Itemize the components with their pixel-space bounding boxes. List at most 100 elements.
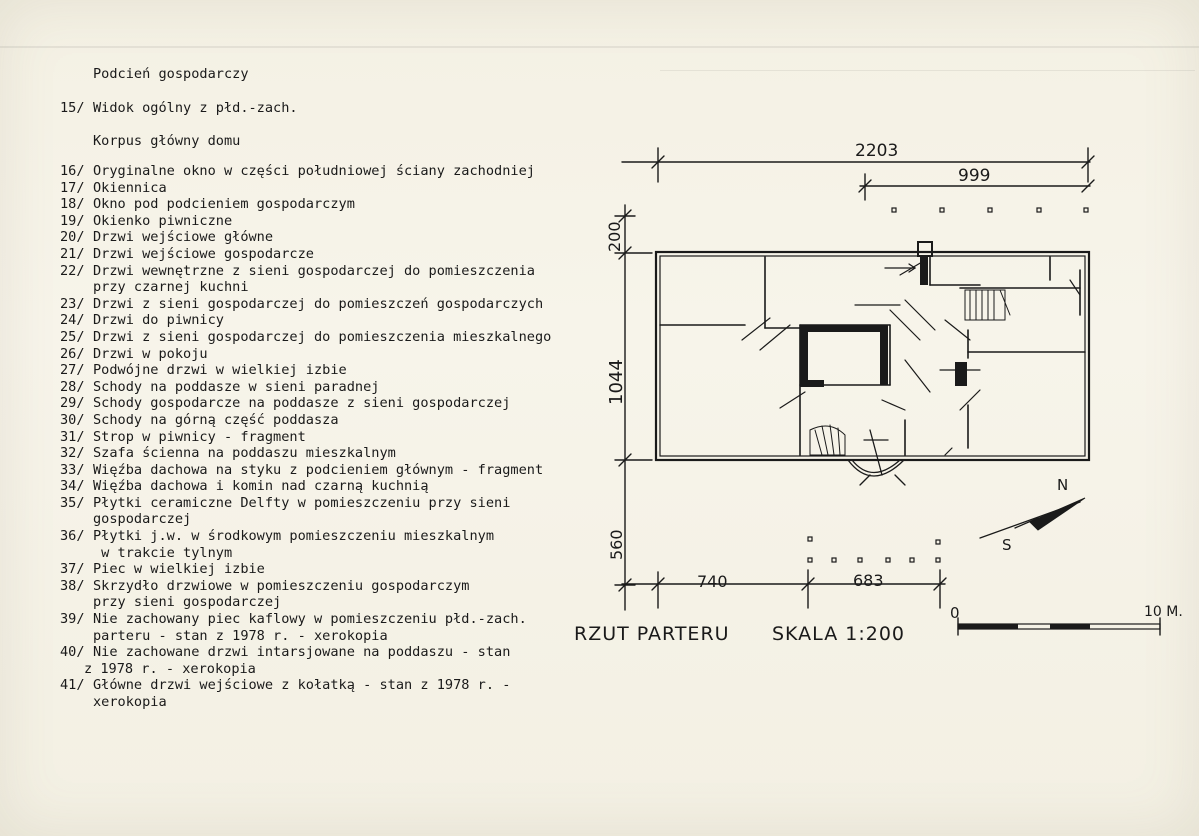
- section-heading-podcien: Podcień gospodarczy: [93, 66, 249, 82]
- item-text: Schody na poddasze w sieni paradnej: [93, 378, 380, 395]
- list-item: 27/Podwójne drzwi w wielkiej izbie: [60, 362, 551, 379]
- dimension-top-left-label: 200: [605, 221, 624, 252]
- item-number: 16/: [60, 163, 85, 179]
- list-item: 35/Płytki ceramiczne Delfty w pomieszcze…: [60, 495, 551, 528]
- list-item: 22/Drzwi wewnętrzne z sieni gospodarczej…: [60, 263, 551, 296]
- list-item: 34/Więźba dachowa i komin nad czarną kuc…: [60, 478, 551, 495]
- list-item: 29/Schody gospodarcze na poddasze z sien…: [60, 395, 551, 412]
- item-text-continuation: przy sieni gospodarczej: [93, 594, 282, 611]
- item-text-continuation: parteru - stan z 1978 r. - xerokopia: [93, 627, 388, 644]
- dimension-total-label: 2203: [855, 141, 898, 161]
- item-text: Skrzydło drzwiowe w pomieszczeniu gospod…: [93, 577, 470, 594]
- item-number: 34/: [60, 478, 85, 495]
- item-text: Schody gospodarcze na poddasze z sieni g…: [93, 395, 511, 412]
- entrance-steps: [847, 429, 906, 486]
- item-number: 26/: [60, 345, 85, 362]
- stairs-upper: [964, 289, 1011, 321]
- item-text: Szafa ścienna na poddaszu mieszkalnym: [93, 445, 396, 462]
- item-text: Drzwi w pokoju: [93, 345, 208, 362]
- dimension-right: 999: [858, 166, 1095, 201]
- item-number: 40/: [60, 644, 85, 661]
- item-text-continuation: xerokopia: [93, 694, 167, 710]
- list-item: 39/Nie zachowany piec kaflowy w pomieszc…: [60, 611, 551, 644]
- item-number: 27/: [60, 362, 85, 379]
- list-item: 41/Główne drzwi wejściowe z kołatką - st…: [60, 677, 551, 710]
- item-text: Więźba dachowa i komin nad czarną kuchni…: [93, 478, 429, 495]
- dimension-bottom: 740 683: [621, 569, 947, 609]
- item-text-continuation: w trakcie tylnym: [93, 544, 233, 561]
- item-text: Strop w piwnicy - fragment: [93, 428, 306, 445]
- list-item: 30/Schody na górną część poddasza: [60, 412, 551, 429]
- list-item: 32/Szafa ścienna na poddaszu mieszkalnym: [60, 445, 551, 462]
- item-number: 32/: [60, 445, 85, 462]
- list-item: 19/Okienko piwniczne: [60, 213, 551, 230]
- compass: N S: [979, 476, 1086, 554]
- list-item: 31/Strop w piwnicy - fragment: [60, 429, 551, 446]
- item-number: 31/: [60, 428, 85, 445]
- item-text: Drzwi do piwnicy: [93, 312, 224, 329]
- show-through-strip: [660, 70, 1195, 71]
- dimension-right-label: 999: [958, 166, 990, 186]
- item-number: 15/: [60, 100, 85, 116]
- item-text: Oryginalne okno w części południowej ści…: [93, 163, 535, 179]
- list-item: 38/Skrzydło drzwiowe w pomieszczeniu gos…: [60, 578, 551, 611]
- list-item: 23/Drzwi z sieni gospodarczej do pomiesz…: [60, 296, 551, 313]
- item-text: Płytki ceramiczne Delfty w pomieszczeniu…: [93, 494, 511, 511]
- item-text: Drzwi z sieni gospodarczej do pomieszcze…: [93, 328, 552, 345]
- item-number: 39/: [60, 611, 85, 628]
- item-number: 36/: [60, 528, 85, 545]
- item-text: Więźba dachowa na styku z podcieniem głó…: [93, 461, 544, 478]
- item-text: Drzwi z sieni gospodarczej do pomieszcze…: [93, 295, 544, 312]
- masonry-core: [800, 255, 967, 387]
- item-number: 37/: [60, 561, 85, 578]
- item-number: 25/: [60, 328, 85, 345]
- list-item: 36/Płytki j.w. w środkowym pomieszczeniu…: [60, 528, 551, 561]
- item-number: 28/: [60, 378, 85, 395]
- item-number: 23/: [60, 295, 85, 312]
- section-heading-korpus: Korpus główny domu: [93, 133, 241, 149]
- interior-walls: [659, 256, 1086, 456]
- item-number: 21/: [60, 245, 85, 262]
- item-number: 33/: [60, 461, 85, 478]
- item-text: Nie zachowane drzwi intarsjowane na podd…: [93, 644, 511, 661]
- plan-caption: RZUT PARTERU: [574, 623, 730, 645]
- posts-bottom: [807, 536, 941, 563]
- item-number: 18/: [60, 196, 85, 213]
- item-text: Okno pod podcieniem gospodarczym: [93, 196, 355, 213]
- door-marks: [741, 261, 1081, 461]
- list-item: 37/Piec w wielkiej izbie: [60, 561, 551, 578]
- item-text: Drzwi wejściowe gospodarcze: [93, 245, 314, 262]
- list-item: 26/Drzwi w pokoju: [60, 346, 551, 363]
- item-number: 41/: [60, 677, 85, 694]
- list-item: 28/Schody na poddasze w sieni paradnej: [60, 379, 551, 396]
- item-number: 24/: [60, 312, 85, 329]
- item-text: Piec w wielkiej izbie: [93, 561, 265, 578]
- item-text: Okienko piwniczne: [93, 212, 233, 229]
- list-item: 16/Oryginalne okno w części południowej …: [60, 163, 551, 180]
- item-text: Główne drzwi wejściowe z kołatką - stan …: [93, 677, 511, 694]
- chimney-top: [917, 241, 933, 257]
- item-text-continuation: z 1978 r. - xerokopia: [84, 660, 256, 677]
- south-label: S: [1002, 536, 1012, 554]
- item-text: Okiennica: [93, 179, 167, 196]
- list-item: 33/Więźba dachowa na styku z podcieniem …: [60, 462, 551, 479]
- item-text: Widok ogólny z płd.-zach.: [93, 100, 298, 116]
- list-item: 20/Drzwi wejściowe główne: [60, 229, 551, 246]
- photo-list: 16/Oryginalne okno w części południowej …: [60, 163, 551, 711]
- item-text-continuation: gospodarczej: [93, 511, 192, 528]
- item-number: 30/: [60, 411, 85, 428]
- plan-scale: SKALA 1:200: [772, 623, 905, 645]
- scale-bar: 0 10 M.: [950, 604, 1183, 636]
- item-number: 17/: [60, 179, 85, 196]
- item-number: 38/: [60, 577, 85, 594]
- outer-walls: [654, 250, 1091, 462]
- list-item: 24/Drzwi do piwnicy: [60, 312, 551, 329]
- dimension-total: 2203: [621, 141, 1095, 183]
- item-number: 35/: [60, 494, 85, 511]
- list-item: 18/Okno pod podcieniem gospodarczym: [60, 196, 551, 213]
- dimension-bottom-left-label: 560: [607, 529, 626, 560]
- item-text: Drzwi wewnętrzne z sieni gospodarczej do…: [93, 262, 535, 279]
- list-item: 21/Drzwi wejściowe gospodarcze: [60, 246, 551, 263]
- list-item: 25/Drzwi z sieni gospodarczej do pomiesz…: [60, 329, 551, 346]
- list-item-15: 15/ Widok ogólny z płd.-zach.: [60, 100, 298, 116]
